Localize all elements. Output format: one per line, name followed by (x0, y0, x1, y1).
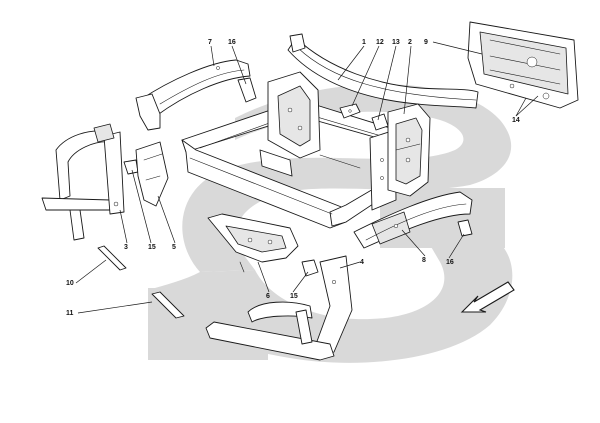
leader-line-2 (403, 45, 412, 115)
callout-label-16-lower: 16 (446, 259, 454, 266)
leader-line-7 (210, 45, 215, 67)
right-crash-box-part (387, 103, 431, 197)
left-crash-frame-part (41, 123, 125, 241)
callout-label-13: 13 (392, 39, 400, 46)
arrow-down-left-icon (460, 281, 515, 313)
bracket-15-lower (301, 259, 319, 277)
small-bracket-12 (339, 103, 361, 119)
leader-line-14 (515, 97, 527, 117)
bracket-16-upper (237, 77, 257, 103)
bracket-15-left (123, 159, 139, 175)
trim-strip-10 (97, 245, 127, 271)
bumper-beam-part (287, 33, 479, 109)
leader-line-12 (351, 45, 380, 107)
callout-label-2: 2 (408, 39, 412, 46)
leader-line-14 (515, 95, 539, 117)
bracket-16-lower (457, 219, 473, 237)
leader-line-15b (292, 271, 309, 293)
callout-labels: 1 12 13 2 9 7 16 14 3 15 5 10 11 6 15 4 … (66, 39, 520, 317)
leader-line-5 (157, 195, 176, 244)
leader-line-3 (119, 209, 128, 244)
radiator-panel-part (467, 21, 579, 109)
leader-line-16a (231, 45, 247, 85)
callout-label-11: 11 (66, 310, 74, 317)
callout-label-6: 6 (266, 293, 270, 300)
callout-label-5: 5 (172, 244, 176, 251)
trim-strip-11 (151, 291, 185, 319)
leader-line-13 (377, 45, 397, 121)
callout-label-15-left: 15 (148, 244, 156, 251)
right-lower-arm-part (353, 191, 473, 249)
front-frame-assembly (181, 71, 397, 229)
callout-label-9: 9 (424, 39, 428, 46)
callout-label-14: 14 (512, 117, 520, 124)
callout-label-7: 7 (208, 39, 212, 46)
leader-lines (75, 41, 539, 314)
callout-label-10: 10 (66, 280, 74, 287)
leader-line-10 (75, 259, 107, 284)
upper-left-rail-part (135, 59, 251, 131)
leader-line-1 (337, 45, 365, 81)
callout-label-1: 1 (362, 39, 366, 46)
leader-line-4 (339, 261, 361, 269)
side-bracket-5 (135, 141, 169, 207)
leader-line-6 (257, 261, 270, 293)
leader-line-16b (448, 233, 465, 259)
callout-label-8: 8 (422, 257, 426, 264)
callout-label-4: 4 (360, 259, 364, 266)
lower-bracket-6 (207, 213, 299, 273)
callout-label-16-upper: 16 (228, 39, 236, 46)
leader-line-15a (131, 169, 152, 244)
callout-label-12: 12 (376, 39, 384, 46)
callout-label-3: 3 (124, 244, 128, 251)
leader-line-9 (432, 41, 483, 55)
leader-line-8 (401, 229, 426, 257)
leader-line-11 (77, 301, 153, 314)
callout-label-15-lower: 15 (290, 293, 298, 300)
lower-subframe-part (205, 255, 353, 361)
